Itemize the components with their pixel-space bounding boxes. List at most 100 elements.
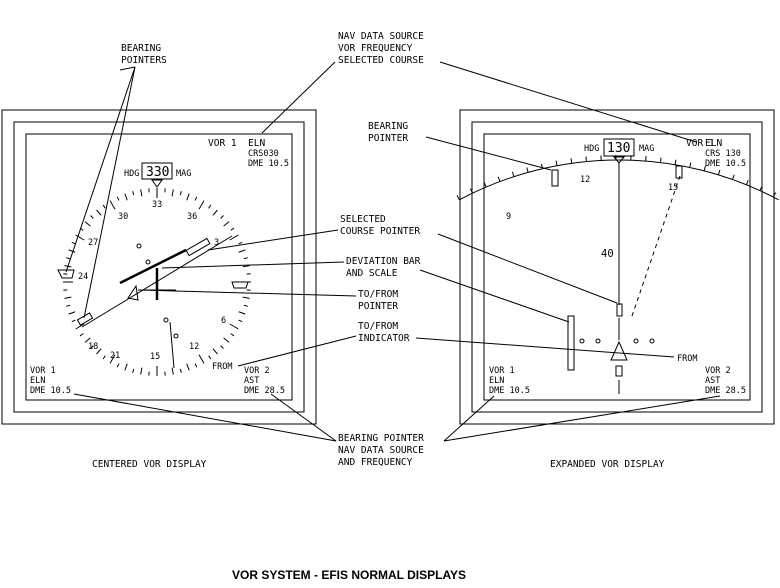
- compass-tick: [238, 311, 246, 315]
- compass-tick: [64, 296, 72, 299]
- svg-text:BEARING: BEARING: [121, 43, 161, 54]
- compass-tick: [198, 354, 205, 364]
- arc-tick: [717, 169, 721, 176]
- selected-course-pointer: [119, 248, 187, 285]
- svg-text:40: 40: [601, 248, 614, 260]
- arc-tick: [659, 157, 662, 163]
- left-bezel-outer: [1, 109, 317, 425]
- svg-text:330: 330: [146, 165, 169, 180]
- svg-text:BEARING POINTER: BEARING POINTER: [338, 433, 424, 444]
- compass-tick: [212, 348, 218, 355]
- svg-text:SELECTED COURSE: SELECTED COURSE: [338, 55, 424, 66]
- compass-tick: [96, 348, 102, 355]
- svg-text:9: 9: [506, 212, 511, 222]
- compass-tick: [230, 333, 235, 337]
- svg-text:DME 10.5: DME 10.5: [30, 386, 71, 396]
- svg-text:BEARING: BEARING: [368, 121, 408, 132]
- expanded-course-pointer-icon: [616, 303, 623, 317]
- compass-rose: [63, 188, 251, 376]
- compass-tick: [171, 189, 174, 197]
- svg-text:ELN: ELN: [30, 376, 45, 386]
- compass-tick: [84, 221, 91, 227]
- arc-tick: [511, 171, 515, 177]
- compass-tick: [242, 265, 250, 268]
- svg-text:NAV DATA SOURCE: NAV DATA SOURCE: [338, 31, 424, 42]
- compass-tick: [75, 234, 85, 241]
- expanded-compass-arc: [456, 155, 779, 201]
- compass-tick: [124, 363, 128, 371]
- svg-text:VOR 2: VOR 2: [244, 366, 270, 376]
- expanded-to-from-indicator-icon: [610, 340, 628, 361]
- svg-text:VOR 2: VOR 2: [705, 366, 731, 376]
- arc-tick: [689, 162, 692, 168]
- svg-text:FROM: FROM: [677, 354, 697, 364]
- arc-tick: [674, 159, 677, 165]
- compass-tick: [75, 323, 85, 330]
- svg-text:DME 28.5: DME 28.5: [705, 386, 746, 396]
- compass-tick: [140, 367, 143, 375]
- expanded-bearing-pointer-icon: [551, 169, 559, 187]
- expanded-vor-display: VOR 1 ELN CRS 130 DME 10.5 HDG 130 MAG 9…: [456, 109, 779, 425]
- compass-tick: [238, 249, 246, 253]
- bearing-pointer-head-icon: [185, 237, 211, 257]
- svg-text:130: 130: [607, 141, 630, 156]
- arc-tick: [470, 188, 474, 194]
- compass-tick: [66, 304, 71, 307]
- svg-text:POINTERS: POINTERS: [121, 55, 167, 66]
- svg-text:24: 24: [78, 272, 88, 282]
- compass-tick: [186, 193, 190, 201]
- svg-text:27: 27: [88, 238, 98, 248]
- compass-tick: [116, 196, 120, 201]
- svg-text:DME 10.5: DME 10.5: [705, 159, 746, 169]
- compass-tick: [68, 249, 76, 253]
- compass-tick: [179, 368, 182, 373]
- compass-tick: [68, 311, 76, 315]
- compass-tick: [238, 319, 243, 323]
- svg-text:ELN: ELN: [705, 138, 722, 149]
- arc-tick: [555, 160, 558, 166]
- svg-text:HDG: HDG: [124, 169, 139, 179]
- compass-tick: [198, 200, 205, 210]
- centered-vor-display: VOR 1 ELN CRS030 DME 10.5 HDG 330 MAG 30…: [1, 109, 317, 425]
- arc-tick: [759, 185, 763, 191]
- svg-text:VOR 1: VOR 1: [30, 366, 56, 376]
- svg-text:TO/FROM: TO/FROM: [358, 321, 398, 332]
- bearing-pointer-right-icon: [231, 281, 249, 289]
- svg-text:30: 30: [118, 212, 128, 222]
- bearing-pointer-tail-icon: [76, 312, 94, 326]
- svg-text:AND FREQUENCY: AND FREQUENCY: [338, 457, 413, 468]
- arc-tick: [703, 165, 706, 171]
- compass-tick: [84, 337, 91, 343]
- svg-text:36: 36: [187, 212, 197, 222]
- compass-tick: [243, 304, 248, 307]
- compass-tick: [140, 189, 143, 197]
- svg-text:MAG: MAG: [639, 144, 654, 154]
- compass-tick: [229, 234, 239, 241]
- compass-tick: [71, 319, 76, 323]
- svg-text:VOR 1: VOR 1: [208, 138, 237, 149]
- compass-tick: [243, 257, 248, 260]
- bearing-pointer-left-icon: [57, 269, 75, 279]
- compass-tick: [79, 333, 84, 337]
- arc-tick: [772, 192, 777, 198]
- compass-tick: [229, 323, 239, 330]
- compass-tick: [71, 241, 76, 245]
- svg-text:FROM: FROM: [212, 362, 232, 372]
- compass-tick: [109, 354, 116, 364]
- compass-tick: [132, 368, 135, 373]
- callout-bearing-pointers: BEARING POINTERS: [121, 43, 167, 66]
- compass-tick: [109, 200, 116, 210]
- svg-text:21: 21: [110, 351, 120, 361]
- arc-tick: [456, 195, 460, 201]
- compass-tick: [238, 241, 243, 245]
- svg-text:DME 10.5: DME 10.5: [489, 386, 530, 396]
- svg-text:AST: AST: [244, 376, 259, 386]
- svg-text:VOR 1: VOR 1: [489, 366, 515, 376]
- svg-text:VOR 1: VOR 1: [686, 138, 715, 149]
- svg-text:CRS 130: CRS 130: [705, 149, 741, 159]
- svg-text:DME 28.5: DME 28.5: [244, 386, 285, 396]
- svg-text:CENTERED VOR DISPLAY: CENTERED VOR DISPLAY: [92, 459, 207, 470]
- svg-text:ELN: ELN: [248, 138, 265, 149]
- compass-tick: [96, 209, 102, 216]
- arc-tick: [526, 167, 529, 173]
